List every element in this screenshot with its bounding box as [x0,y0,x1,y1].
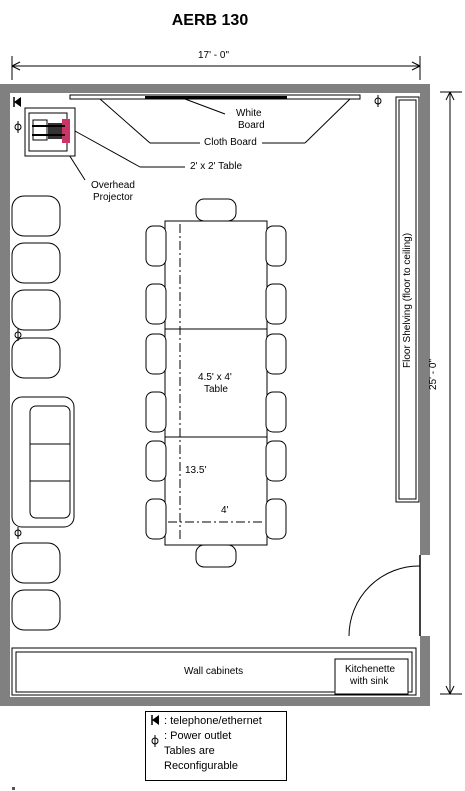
table-width-label: 4' [221,505,229,516]
power-outlet-icons [14,95,382,539]
width-dimension-line [11,56,421,80]
power-outlet-icon [14,329,22,341]
shelving-label: Floor Shelving (floor to ceiling) [402,232,413,368]
projector-label-line2: Projector [93,192,134,203]
legend-outlet-icon [151,735,159,747]
conference-table [164,220,268,546]
walls [0,84,430,706]
length-dimension: 25' - 0" [428,358,439,390]
legend-telephone-icon [151,715,159,725]
legend-phone-text: : telephone/ethernet [164,715,262,727]
projector-label-line1: Overhead [91,180,135,191]
corner-dot [12,787,15,790]
wall-cabinets-label: Wall cabinets [184,666,244,677]
white-board-label-line1: White [236,108,262,119]
couch [11,396,75,528]
length-dimension-line [440,91,462,695]
legend-outlet-text: : Power outlet [164,730,232,742]
white-board [69,94,361,100]
small-table-label: 2' x 2' Table [190,161,243,172]
white-board-label-line2: Board [238,120,265,131]
floor-shelving [395,96,420,503]
power-outlet-icon [374,95,382,107]
wall-chairs [11,195,61,631]
wall-cabinets-block [11,647,417,696]
conference-table-label-line2: Table [204,384,228,395]
kitchenette-label-line2: with sink [350,676,389,687]
legend-note-line1: Tables are [164,745,215,757]
power-outlet-icon [14,121,22,133]
cloth-board-label: Cloth Board [204,137,257,148]
table-length-label: 13.5' [185,465,207,476]
plan-title: AERB 130 [171,12,249,29]
door [348,555,421,637]
power-outlet-icon [14,527,22,539]
kitchenette-label-line1: Kitchenette [345,664,396,675]
telephone-ethernet-icon [13,97,21,107]
table-chairs [145,198,287,568]
conference-table-label-line1: 4.5' x 4' [198,372,232,383]
legend-box: : telephone/ethernet : Power outlet Tabl… [145,711,287,781]
small-table [24,107,76,157]
legend-note-line2: Reconfigurable [164,760,238,772]
width-dimension: 17' - 0" [198,50,230,61]
